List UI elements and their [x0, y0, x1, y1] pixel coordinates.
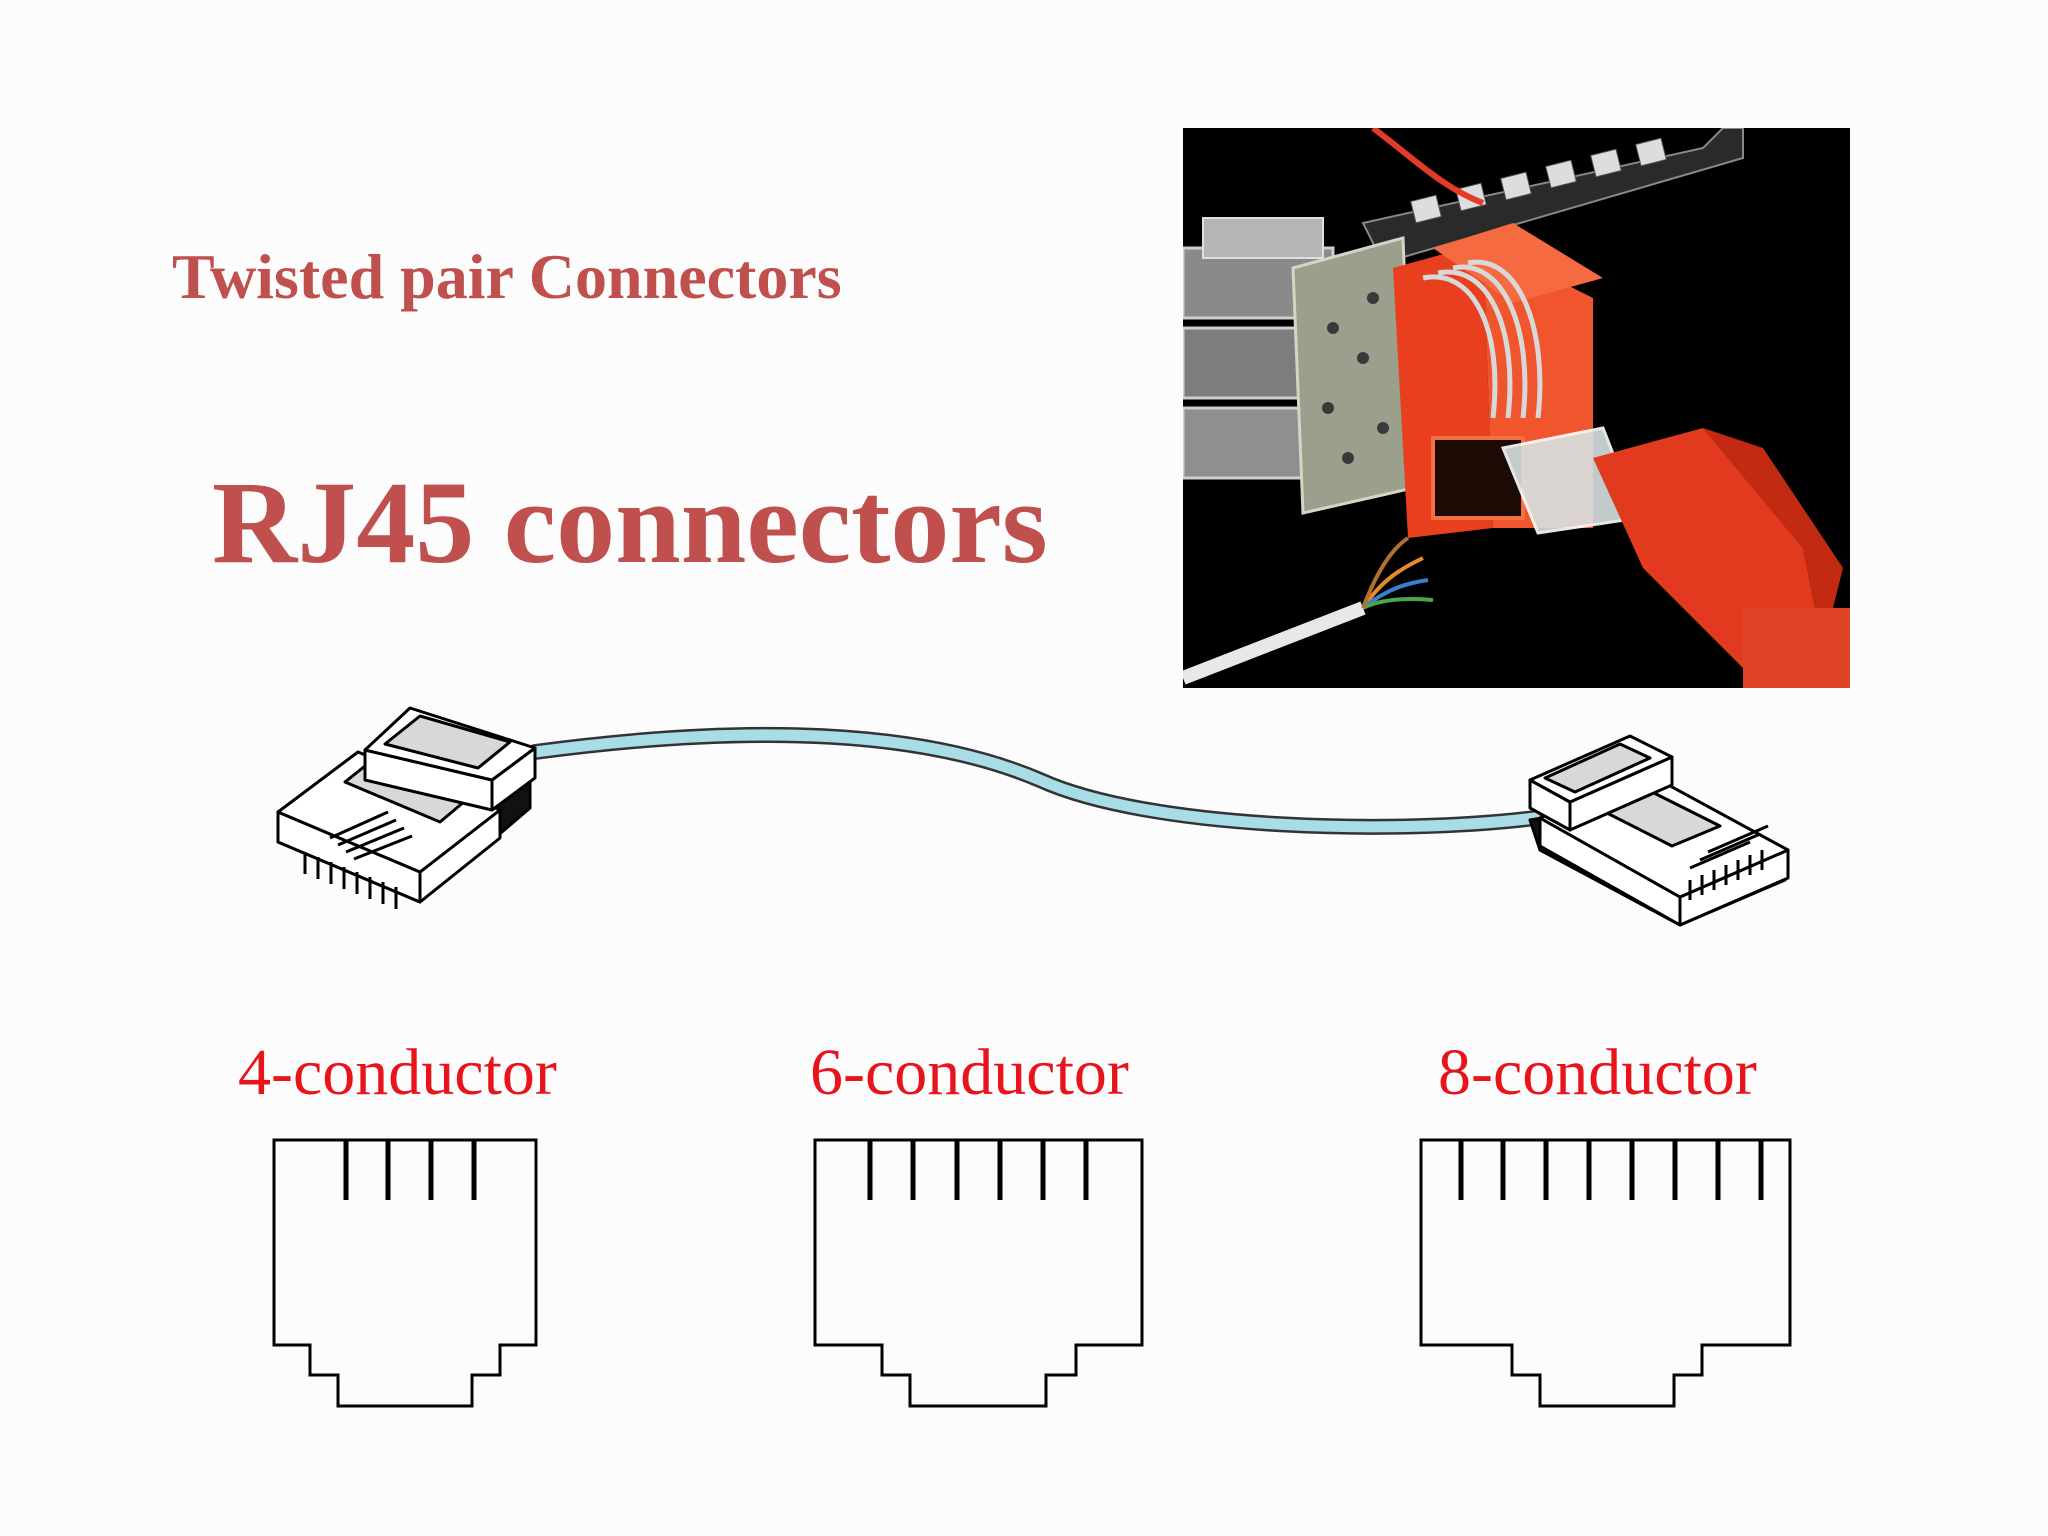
label-6-conductor: 6-conductor [810, 1036, 1129, 1109]
page-title: RJ45 connectors [212, 457, 1048, 588]
jack-8-conductor [1419, 1138, 1792, 1408]
rj45-plug-left [276, 706, 537, 909]
rj45-connector-photo [1183, 128, 1850, 688]
rj45-plug [1500, 426, 1850, 688]
jack-6-conductor [813, 1138, 1144, 1408]
label-4-conductor: 4-conductor [238, 1036, 557, 1109]
label-8-conductor: 8-conductor [1438, 1036, 1757, 1109]
subtitle: Twisted pair Connectors [172, 241, 842, 312]
stripped-cable [1183, 536, 1434, 685]
rj45-plug-right [1528, 734, 1790, 927]
jack-4-conductor [272, 1138, 538, 1408]
